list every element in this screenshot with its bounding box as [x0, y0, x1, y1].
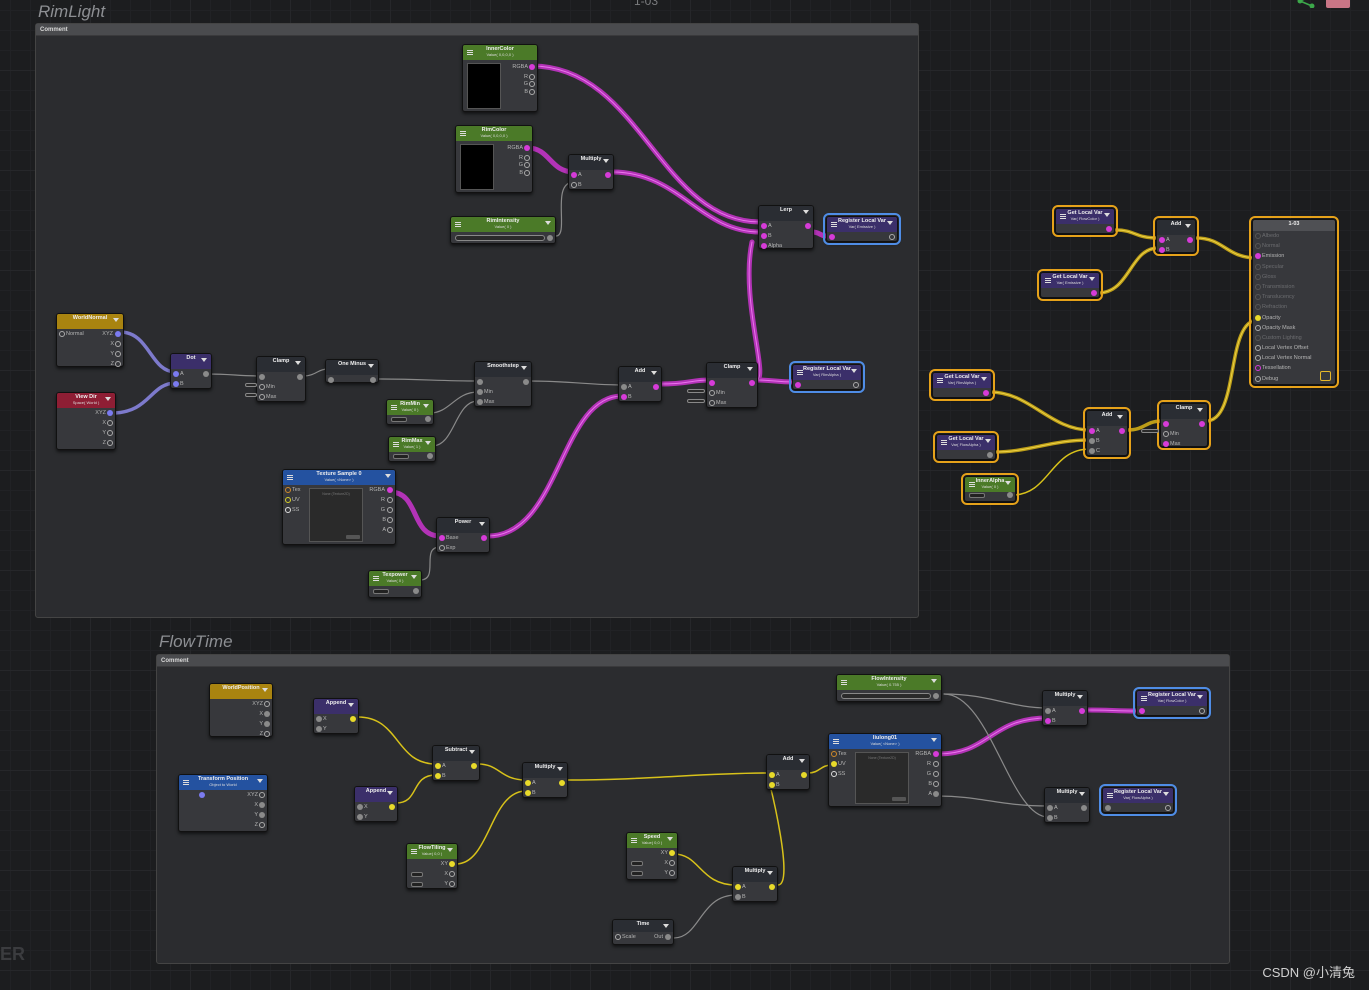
- value-input[interactable]: [393, 454, 409, 459]
- node-add-3[interactable]: Add A B C: [1083, 407, 1131, 459]
- inline-value[interactable]: [687, 389, 705, 393]
- inline-value[interactable]: [245, 393, 257, 397]
- inline-value[interactable]: [245, 383, 257, 387]
- settings-icon[interactable]: [1326, 0, 1350, 8]
- node-clamp-1[interactable]: Clamp Min Max: [245, 356, 306, 402]
- texture-preview[interactable]: None (Texture2D): [855, 752, 909, 804]
- node-worldposition[interactable]: WorldPosition XYZ X Y Z: [209, 683, 273, 737]
- comment-header: Comment: [157, 655, 1229, 667]
- edge-text: ER: [0, 944, 26, 964]
- graph-title: 1-03: [634, 0, 659, 8]
- node-oneminus[interactable]: One Minus: [325, 359, 379, 383]
- node-multiply-3[interactable]: Multiply A B: [732, 866, 778, 902]
- value-input-x[interactable]: [411, 872, 423, 877]
- node-clamp-2[interactable]: Clamp Min Max: [687, 362, 758, 408]
- select-texture-button[interactable]: [892, 797, 906, 801]
- node-smoothstep[interactable]: Smoothstep Min Max: [474, 361, 532, 407]
- node-add-4[interactable]: Add A B: [766, 754, 810, 790]
- group-title-flowtime: FlowTime: [159, 632, 233, 651]
- node-append-1[interactable]: Append X Y: [313, 698, 359, 734]
- group-title-rimlight: RimLight: [38, 2, 106, 21]
- value-input[interactable]: [391, 417, 407, 422]
- select-texture-button[interactable]: [346, 535, 360, 539]
- node-master-output[interactable]: 1-03 Albedo Normal Emission Specular Glo…: [1249, 216, 1339, 388]
- value-input[interactable]: [969, 493, 985, 498]
- node-add-2[interactable]: Add A B: [1153, 216, 1199, 256]
- value-slider[interactable]: [841, 693, 931, 699]
- node-power[interactable]: Power Base Exp: [436, 517, 490, 553]
- node-multiply-1[interactable]: Multiply A B: [568, 154, 614, 190]
- inline-value[interactable]: [687, 399, 705, 403]
- value-input[interactable]: [373, 589, 389, 594]
- comment-box-rimlight[interactable]: Comment: [35, 23, 919, 618]
- texture-preview[interactable]: None (Texture2D): [309, 488, 363, 542]
- node-lerp[interactable]: Lerp A B Alpha: [758, 205, 814, 249]
- node-add-1[interactable]: Add A B: [618, 366, 662, 402]
- node-append-2[interactable]: Append X Y: [354, 786, 398, 822]
- node-subtract[interactable]: Subtract A B: [432, 745, 480, 781]
- node-multiply-2[interactable]: Multiply A B: [522, 762, 568, 798]
- comment-header: Comment: [36, 24, 918, 36]
- color-swatch[interactable]: [467, 63, 501, 109]
- node-multiply-5[interactable]: Multiply A B: [1044, 787, 1090, 823]
- save-output-icon[interactable]: [1320, 371, 1331, 381]
- watermark: CSDN @小清兔: [1262, 965, 1355, 980]
- value-input-y[interactable]: [631, 871, 643, 876]
- node-dot[interactable]: Dot A B: [170, 353, 212, 389]
- value-input-y[interactable]: [411, 882, 423, 887]
- value-input-x[interactable]: [631, 861, 643, 866]
- node-multiply-4[interactable]: Multiply A B: [1042, 690, 1088, 726]
- inline-value[interactable]: [1141, 429, 1159, 433]
- share-icon[interactable]: [1296, 0, 1318, 8]
- value-slider[interactable]: [455, 235, 545, 241]
- color-swatch[interactable]: [460, 144, 494, 190]
- node-clamp-3[interactable]: Clamp Min Max: [1141, 400, 1211, 450]
